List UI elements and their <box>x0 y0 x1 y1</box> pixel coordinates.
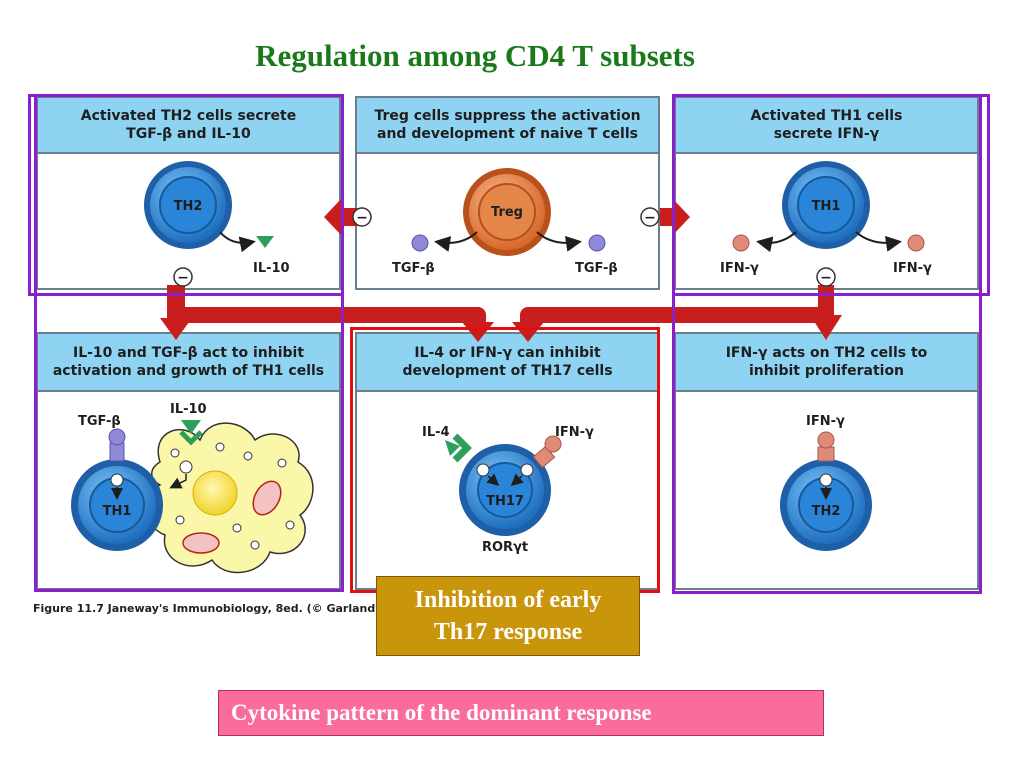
cell-label: Treg <box>491 205 523 220</box>
treg-cell: Treg <box>463 168 551 256</box>
header-line-2: inhibit proliferation <box>748 363 905 379</box>
minus-sign: − <box>820 270 832 286</box>
tgfb-label: TGF-β <box>392 261 435 276</box>
arrow-head-center-left <box>462 322 494 342</box>
th1-cell: TH1 <box>782 161 870 249</box>
tgfb-receptor <box>109 442 125 462</box>
callout-early-th17: Inhibition of early Th17 response <box>376 576 640 656</box>
arrow-head-right-down <box>810 315 842 340</box>
il4-molecule <box>445 440 460 456</box>
tgfb-label: TGF-β <box>575 261 618 276</box>
il10-molecule <box>256 236 274 248</box>
minus-sign: − <box>356 210 368 226</box>
panel-header: Activated TH1 cells secrete IFN-γ <box>676 98 977 154</box>
rorgt-label: RORγt <box>482 540 528 555</box>
header-line-1: Activated TH1 cells <box>750 108 903 124</box>
header-line-2: and development of naive T cells <box>377 126 638 142</box>
tgfb-label: TGF-β <box>78 414 121 429</box>
cell-label: TH17 <box>486 494 524 509</box>
minus-sign: − <box>644 210 656 226</box>
arrow-head-to-th1 <box>672 198 690 236</box>
th2-cell: TH2 <box>144 161 232 249</box>
th2-cell-inhibited: TH2 <box>780 459 872 551</box>
ifng-molecule <box>817 431 835 449</box>
callout-line-1: Inhibition of early <box>414 587 602 613</box>
th1-cell-inhibited: TH1 <box>71 459 163 551</box>
minus-sign: − <box>177 270 189 286</box>
cell-label: TH2 <box>812 504 841 519</box>
arrow-head-to-th2 <box>324 198 342 236</box>
cell-label: TH2 <box>174 199 203 214</box>
il10-receptor <box>179 430 203 446</box>
ifng-molecule <box>907 234 925 252</box>
ifng-receptor <box>817 446 835 462</box>
callout-dominant-response: Cytokine pattern of the dominant respons… <box>218 690 824 736</box>
panel-header: IL-4 or IFN-γ can inhibit development of … <box>357 334 658 392</box>
minus-markers: − − − − <box>173 207 836 287</box>
arrow-head-left-down <box>160 318 192 340</box>
ifng-label: IFN-γ <box>806 414 845 429</box>
il10-label: IL-10 <box>170 402 207 417</box>
header-line-2: development of TH17 cells <box>402 363 613 379</box>
cell-label: TH1 <box>812 199 841 214</box>
ifng-label: IFN-γ <box>893 261 932 276</box>
ifng-label: IFN-γ <box>720 261 759 276</box>
tgfb-molecule <box>411 234 429 252</box>
header-line-1: IL-10 and TGF-β act to inhibit <box>72 345 305 361</box>
ifng-molecule <box>544 435 562 453</box>
ifng-molecule <box>732 234 750 252</box>
page-title: Regulation among CD4 T subsets <box>255 38 695 73</box>
panel-header: IFN-γ acts on TH2 cells to inhibit prolif… <box>676 334 977 392</box>
arrow-head-center-right <box>512 322 544 342</box>
ifng-label: IFN-γ <box>555 425 594 440</box>
tgfb-molecule <box>108 428 126 446</box>
il4-receptor <box>452 433 472 463</box>
header-line-2: TGF-β and IL-10 <box>126 126 251 142</box>
il4-label: IL-4 <box>422 425 450 440</box>
header-line-2: activation and growth of TH1 cells <box>52 363 325 379</box>
header-line-1: Treg cells suppress the activation <box>374 108 641 124</box>
panel-header: IL-10 and TGF-β act to inhibit activation… <box>38 334 339 392</box>
header-line-2: secrete IFN-γ <box>773 126 880 142</box>
panel-header: Treg cells suppress the activation and de… <box>357 98 658 154</box>
il10-label: IL-10 <box>253 261 290 276</box>
tgfb-molecule <box>588 234 606 252</box>
cell-label: TH1 <box>103 504 132 519</box>
header-line-1: Activated TH2 cells secrete <box>80 108 297 124</box>
header-line-1: IFN-γ acts on TH2 cells to <box>725 345 928 361</box>
callout-line-2: Th17 response <box>433 619 583 645</box>
header-line-1: IL-4 or IFN-γ can inhibit <box>414 345 601 361</box>
il10-molecule <box>181 420 201 434</box>
figure-caption: Figure 11.7 Janeway's Immunobiology, 8ed… <box>33 602 411 615</box>
macrophage <box>145 422 314 574</box>
